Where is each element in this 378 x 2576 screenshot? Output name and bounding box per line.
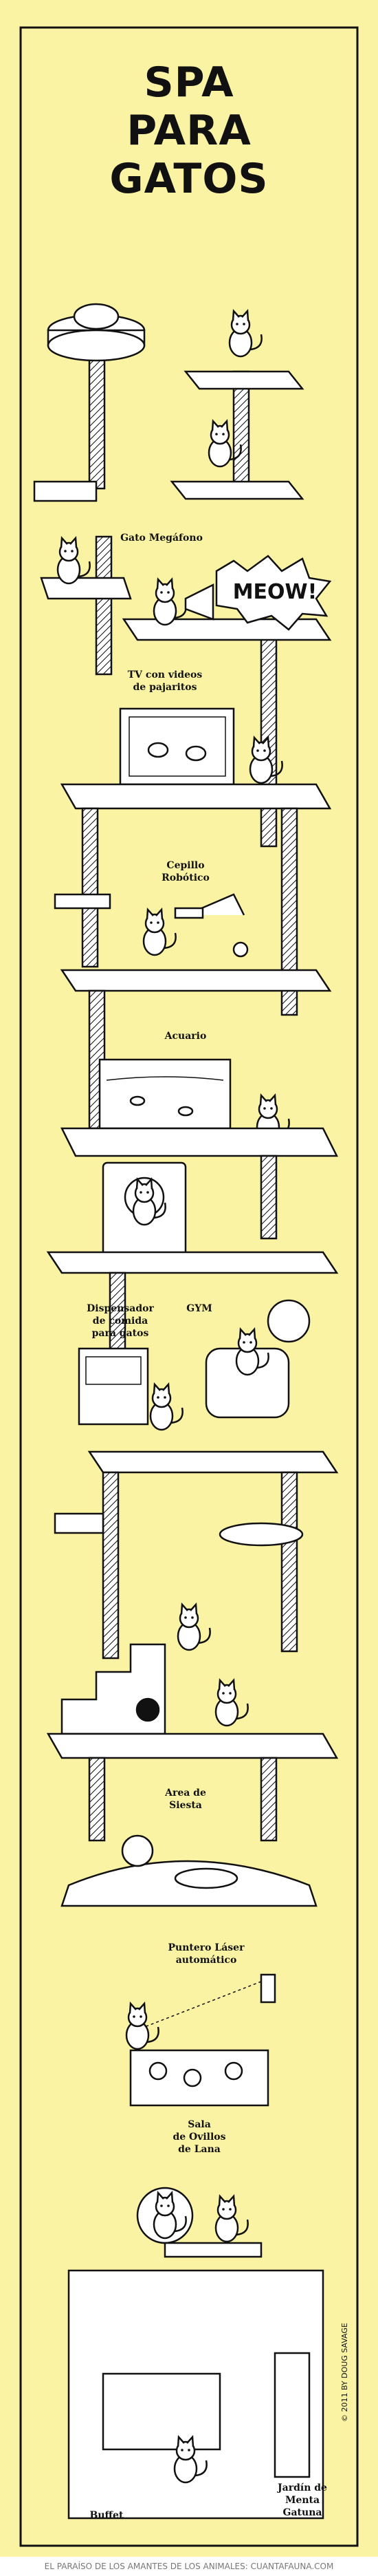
catnip-label-line-3: Gatuna [283, 2507, 322, 2518]
brush-label-line-2: Robótico [162, 872, 210, 883]
meow-burst [215, 555, 332, 631]
laser-label-line-1: Puntero Láser [168, 1942, 245, 1953]
yarn-label-line-3: de Lana [178, 2144, 221, 2155]
comic-border [19, 26, 359, 2547]
megaphone-icon [184, 583, 214, 621]
catnip-label-line-2: Menta [285, 2495, 320, 2506]
megaphone-cat-label: Gato Megáfono [120, 533, 203, 544]
feeder-label-line-3: para gatos [92, 1328, 149, 1339]
floor-middle [54, 1450, 339, 1660]
footer-bar: EL PARAÍSO DE LOS AMANTES DE LOS ANIMALE… [0, 2557, 378, 2576]
catnip-label-line-1: Jardín de [276, 2482, 327, 2493]
title-line-3: GATOS [109, 155, 268, 203]
yarn-room [129, 2049, 269, 2107]
feeder-label-line-2: de comida [93, 1316, 148, 1327]
stairs-block [60, 1643, 166, 1735]
floor-tv [60, 783, 332, 1016]
robotic-brush [174, 893, 249, 958]
aquarium-label: Acuario [164, 1031, 207, 1042]
food-dispenser [78, 1347, 149, 1426]
yarn-label-line-2: de Ovillos [173, 2132, 225, 2143]
brush-label-line-1: Cepillo [166, 860, 204, 871]
laser-label-line-2: automático [176, 1955, 237, 1966]
meow-label: MEOW! [233, 580, 318, 604]
nap-label-line-1: Area de [164, 1788, 206, 1799]
buffet-label: Buffet [90, 2510, 124, 2521]
laser-pointer [137, 1973, 276, 2030]
sleeping-cat [73, 303, 120, 330]
tv-label-line-2: de pajaritos [133, 682, 197, 693]
footer-site-link[interactable]: CUANTAFAUNA.COM [250, 2562, 334, 2571]
tv-label-line-1: TV con videos [128, 669, 203, 680]
yarn-label-line-1: Sala [188, 2119, 211, 2130]
aquarium [98, 1058, 232, 1130]
cat-tree-top [33, 314, 304, 502]
floor-bottom [67, 2187, 324, 2520]
napping-cat [174, 1867, 238, 1889]
floor-lower-middle [46, 1732, 339, 1842]
tv-with-bird-videos [119, 707, 235, 786]
nap-label-line-2: Siesta [169, 1800, 202, 1811]
footer-text: EL PARAÍSO DE LOS AMANTES DE LOS ANIMALE… [44, 2562, 248, 2571]
artist-signature: © 2011 BY DOUG SAVAGE [340, 2323, 349, 2422]
title-line-2: PARA [126, 107, 252, 155]
gym-label: GYM [186, 1303, 212, 1314]
title-line-1: SPA [144, 58, 234, 107]
feeder-label-line-1: Dispensador [87, 1303, 154, 1314]
